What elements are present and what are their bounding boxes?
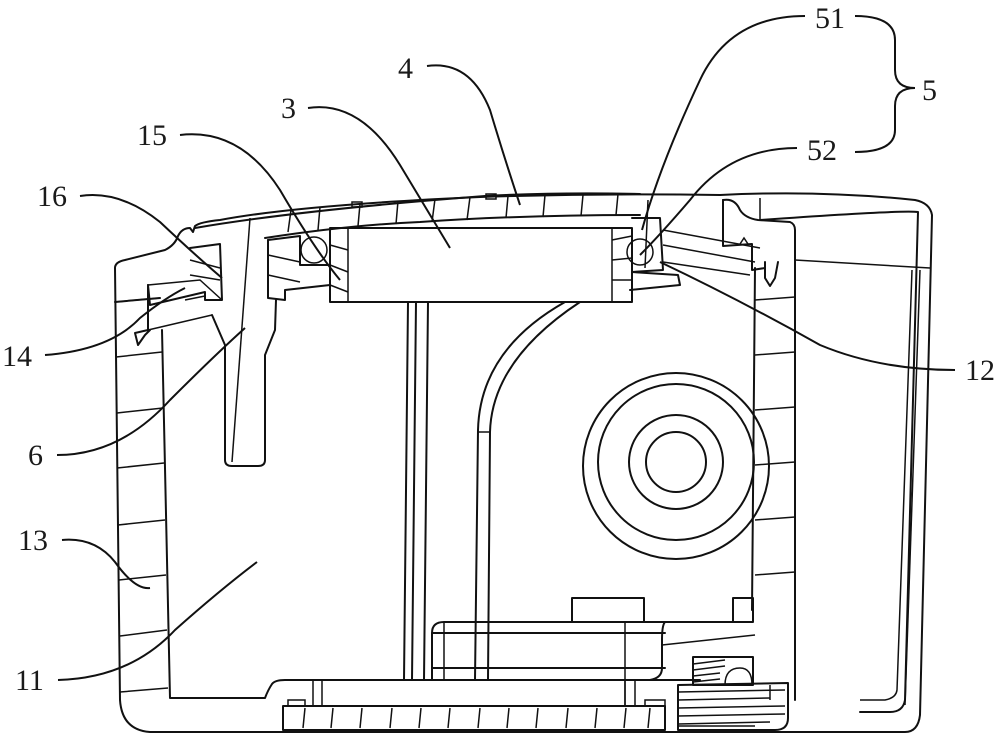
component-3 <box>330 228 632 302</box>
leader-13 <box>62 540 150 588</box>
label-4: 4 <box>398 52 413 85</box>
label-52: 52 <box>807 134 837 167</box>
leader-11 <box>58 562 257 680</box>
brace-5 <box>855 16 915 152</box>
inner-cavity-11 <box>404 302 580 680</box>
outer-housing <box>115 193 932 732</box>
label-14: 14 <box>2 340 32 373</box>
label-12: 12 <box>965 354 995 387</box>
left-seal-assembly <box>115 236 330 345</box>
circular-motor <box>583 373 769 559</box>
label-15: 15 <box>137 119 167 152</box>
reference-labels: 4 3 15 16 14 6 13 11 51 52 5 12 <box>2 2 995 697</box>
leader-6 <box>57 328 245 455</box>
label-11: 11 <box>15 664 44 697</box>
label-16: 16 <box>37 180 67 213</box>
leader-4 <box>427 65 520 205</box>
leader-3 <box>308 107 450 248</box>
label-13: 13 <box>18 524 48 557</box>
latch-6 <box>212 218 276 466</box>
right-seal-assembly <box>627 198 795 700</box>
label-3: 3 <box>281 92 296 125</box>
leader-51 <box>642 16 805 230</box>
label-51: 51 <box>815 2 845 35</box>
label-5: 5 <box>922 74 937 107</box>
leader-16 <box>80 195 222 278</box>
label-6: 6 <box>28 439 43 472</box>
leader-lines <box>45 16 955 680</box>
bottom-assembly <box>283 598 788 730</box>
